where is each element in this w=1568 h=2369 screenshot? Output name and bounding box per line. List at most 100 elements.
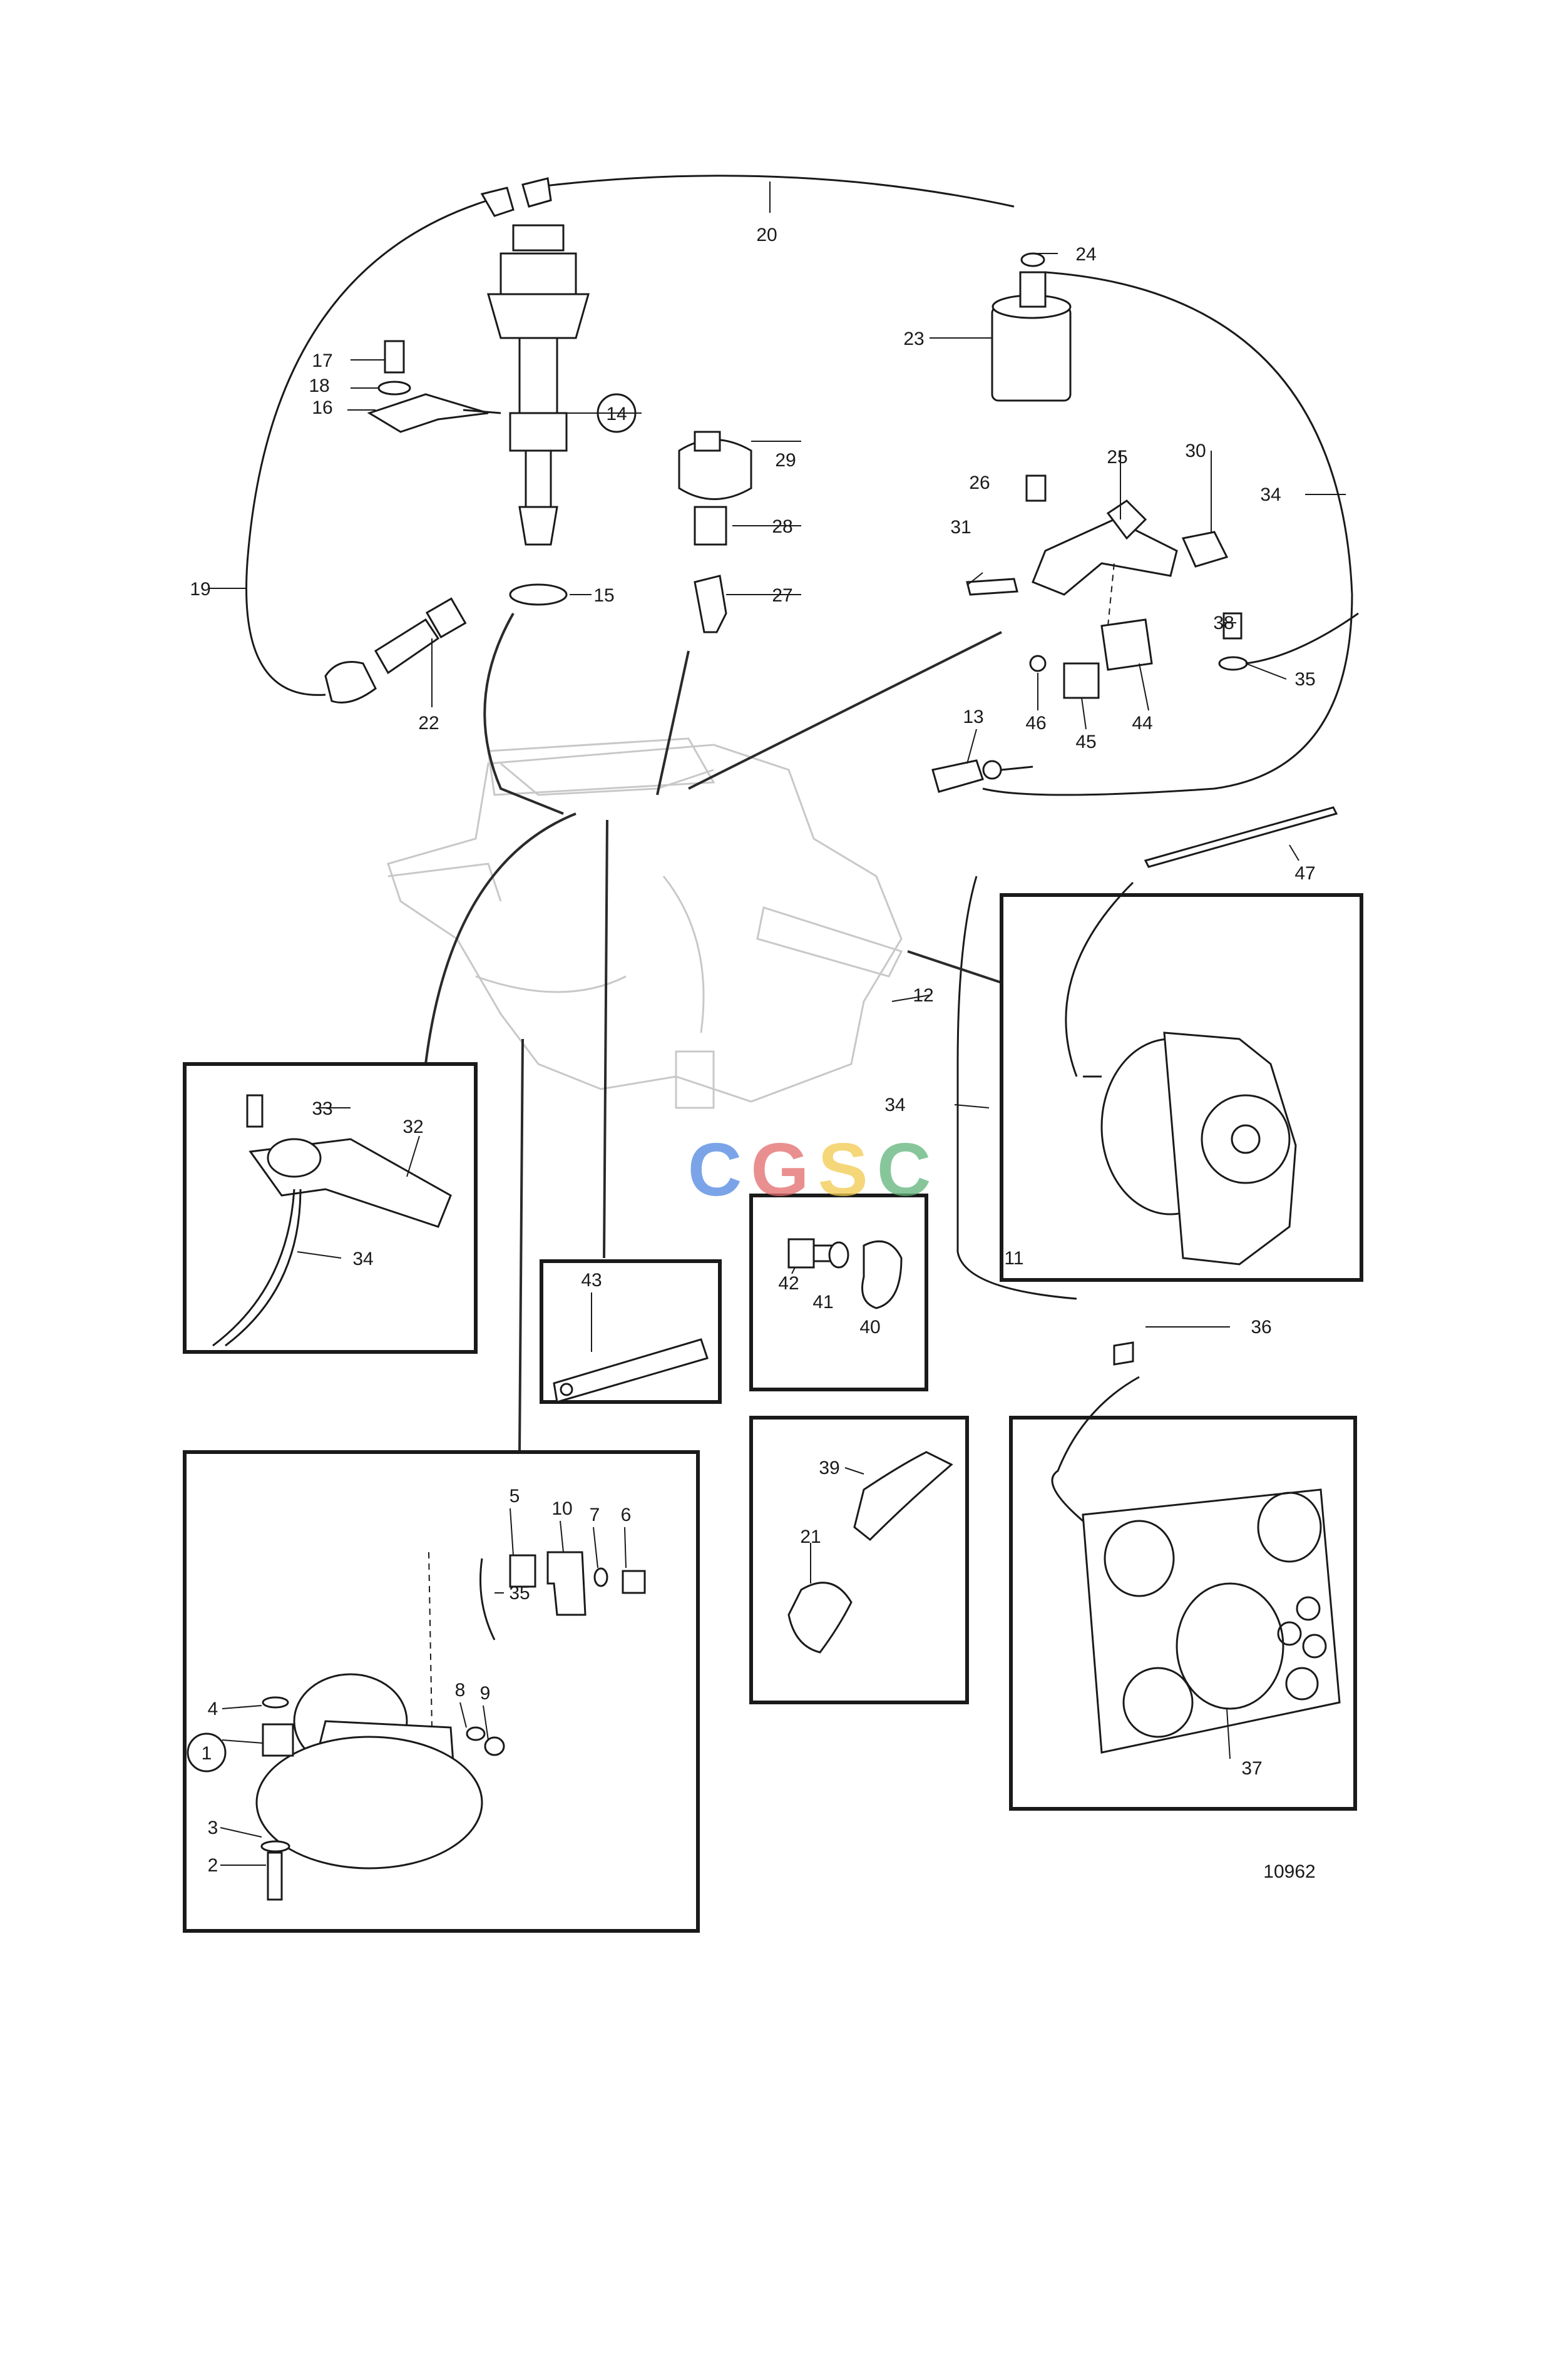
label-15: 15 [593,585,614,606]
label-47: 47 [1294,863,1315,884]
wire-34-right [956,876,1077,1300]
wire-34-top [982,271,1353,796]
label-39: 39 [819,1458,839,1478]
sender-22 [324,597,467,704]
relay-44 [1100,618,1153,671]
label-34-box: 34 [352,1249,373,1269]
label-7: 7 [590,1505,600,1525]
oil-pressure-sender [678,431,752,633]
callout-circle-1 [187,1732,227,1773]
distributor [480,177,590,606]
grommet-21 [787,1582,853,1654]
stay-43 [553,1338,709,1403]
screw-38 [1222,612,1243,640]
hose-27 [694,575,727,633]
engine-block [387,737,903,1109]
bolt-26 [1025,474,1047,502]
sender-13 [931,759,984,793]
washer-7 [593,1567,608,1587]
label-14: 14 [606,404,627,424]
label-36: 36 [1251,1317,1271,1338]
label-3: 3 [208,1818,218,1838]
label-34-mid: 34 [884,1095,905,1115]
label-4: 4 [208,1699,218,1719]
box-grommet-39 [749,1416,969,1704]
label-44: 44 [1132,713,1152,734]
flywheel-sensor [212,1094,452,1347]
label-5: 5 [510,1486,520,1507]
ignition-leads [245,175,1353,1300]
relay-45 [1063,662,1100,699]
bolt-2 [267,1851,283,1901]
label-8: 8 [455,1680,466,1701]
relay-bracket-assembly [966,474,1359,699]
clamp-16 [367,393,489,433]
distributor-cap-top [512,224,565,252]
label-12: 12 [913,985,933,1006]
ignition-coil [991,252,1072,402]
washer-4 [262,1696,289,1709]
screw-46 [1029,655,1047,672]
label-16: 16 [312,397,332,418]
label-22: 22 [418,713,439,734]
panel-37 [1082,1488,1341,1754]
label-13: 13 [963,707,983,727]
label-46: 46 [1025,713,1046,734]
temp-sender [931,759,1338,868]
label-2: 2 [208,1855,218,1876]
box-alternator-11 [1000,893,1363,1282]
label-42: 42 [778,1273,799,1294]
label-45: 45 [1075,732,1096,752]
ht-lead-19 [245,199,489,696]
label-21: 21 [800,1527,821,1547]
watermark-letter: G [751,1128,817,1212]
pointer-arrows [424,613,1002,1453]
starter-motor [255,1551,646,1901]
spacer-5 [509,1554,536,1588]
label-32: 32 [402,1117,423,1137]
watermark-letter: C [877,1128,940,1212]
grommets [787,1451,953,1654]
label-30: 30 [1185,441,1206,461]
o-ring-15 [509,583,568,606]
screw-42 [787,1238,815,1269]
label-27: 27 [772,585,792,606]
label-28: 28 [772,516,792,537]
screw-31 [966,578,1018,596]
label-31: 31 [950,517,971,538]
label-29: 29 [775,450,796,471]
nut-9 [484,1736,505,1756]
washer-3 [260,1840,290,1853]
drawing-number: 10962 [1263,1861,1315,1882]
label-38: 38 [1213,613,1234,633]
label-23: 23 [903,329,924,349]
distributor-body [518,337,558,414]
coil-23 [991,305,1072,402]
instrument-panel [1051,1341,1341,1754]
label-10: 10 [551,1498,572,1519]
watermark-letter: S [818,1128,877,1212]
box-stay-43 [540,1259,722,1404]
nut-6 [622,1570,646,1594]
label-11: 11 [1004,1248,1023,1269]
label-9: 9 [480,1683,491,1704]
washer-18 [377,381,411,396]
label-17: 17 [312,350,332,371]
label-19: 19 [190,579,210,600]
label-18: 18 [309,376,329,396]
leader-lines [210,182,1346,1866]
label-25: 25 [1107,447,1127,468]
box-instrument-37 [1009,1416,1357,1811]
callout-circle-14 [597,393,637,433]
probe-47 [1144,806,1338,868]
label-26: 26 [969,473,990,493]
distributor-cap [487,293,590,339]
watermark-letter: C [688,1128,751,1212]
label-34-top: 34 [1260,484,1281,505]
label-6: 6 [621,1505,632,1525]
clip-40 [861,1240,903,1309]
bolt-17 [384,340,405,374]
drive-gear [518,506,558,546]
adapter-28 [694,506,727,546]
